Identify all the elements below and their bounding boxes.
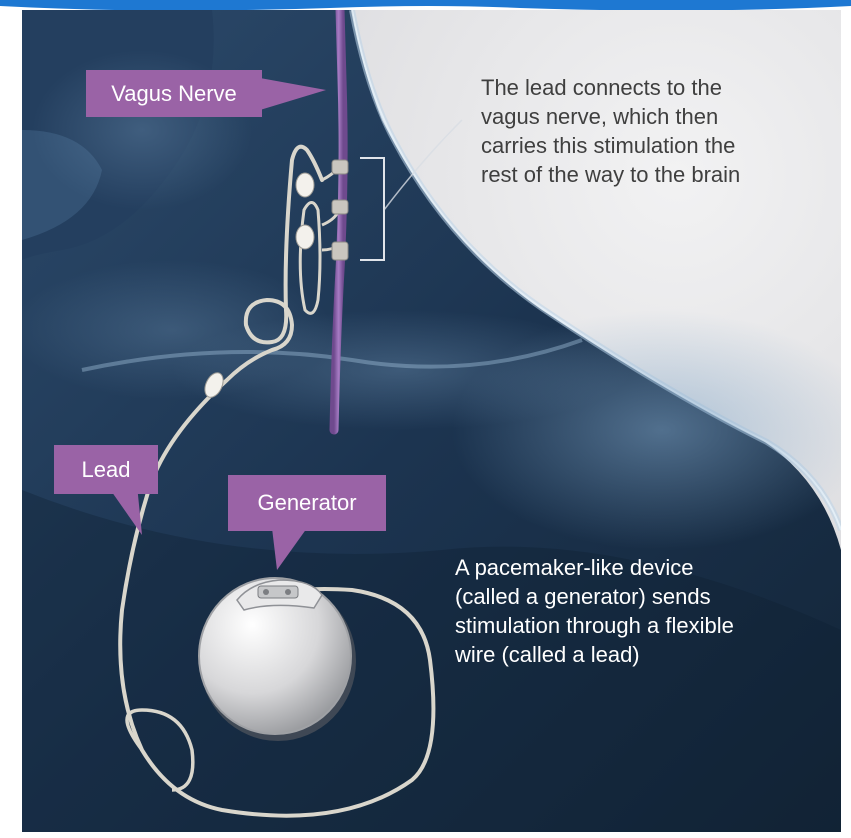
generator-caption: A pacemaker-like device (called a genera… (455, 553, 734, 669)
bottom-border (0, 832, 851, 838)
illustration-scene: Vagus Nerve Lead Generator The lead conn… (22, 10, 841, 832)
generator-caption-line: (called a generator) sends (455, 582, 734, 611)
lead-label: Lead (54, 445, 158, 494)
nerve-caption-line: carries this stimulation the (481, 131, 740, 160)
nerve-caption: The lead connects to the vagus nerve, wh… (481, 73, 740, 189)
generator-caption-line: A pacemaker-like device (455, 553, 734, 582)
vagus-nerve-label-text: Vagus Nerve (111, 83, 237, 105)
generator-caption-line: wire (called a lead) (455, 640, 734, 669)
nerve-caption-line: The lead connects to the (481, 73, 740, 102)
nerve-caption-line: vagus nerve, which then (481, 102, 740, 131)
generator-label: Generator (228, 475, 386, 531)
nerve-caption-line: rest of the way to the brain (481, 160, 740, 189)
lead-label-text: Lead (82, 459, 131, 481)
vagus-nerve-label: Vagus Nerve (86, 70, 262, 117)
generator-label-text: Generator (257, 492, 356, 514)
generator-caption-line: stimulation through a flexible (455, 611, 734, 640)
